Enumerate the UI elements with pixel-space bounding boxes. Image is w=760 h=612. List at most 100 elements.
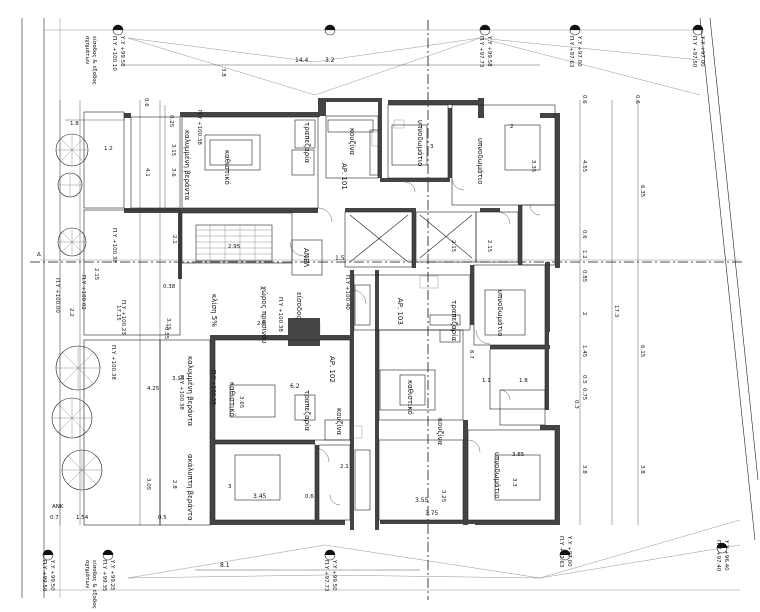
dim-right-0-6c: 0.6 xyxy=(581,230,587,239)
dim-mid-2: 2 xyxy=(510,124,514,130)
dim-mid-2-15b: 2.15 xyxy=(486,240,492,253)
dimension-lines xyxy=(59,64,639,571)
level-tr2-py: Π.Υ +97.50 xyxy=(691,36,697,68)
room-ap103: ΑΡ. 103 xyxy=(396,298,404,325)
level-marker-icon xyxy=(42,549,54,561)
dim-right-0-5: 0.5 xyxy=(581,375,587,384)
dim-left-0-25: 0.25 xyxy=(168,115,174,128)
level-c-py-1: Π.Υ +100.40 xyxy=(344,275,350,310)
room-ap101: ΑΡ. 101 xyxy=(340,163,348,190)
room-kitchen-top: κουζίνα xyxy=(348,128,356,156)
room-covered-veranda-102: καλυμμένη βεράντα xyxy=(186,356,194,427)
dim-mid-1-8: 1.8 xyxy=(519,378,528,384)
level-tr1-py: Π.Υ +97.63 xyxy=(568,36,574,68)
dim-right-3-8-outer: 3.8 xyxy=(639,465,645,474)
dim-mid-0-55: -0.55 xyxy=(163,325,169,340)
dim-mid-3-35: 3.35 xyxy=(530,160,536,173)
level-marker-icon xyxy=(559,549,571,561)
dim-right-6-35: 6.35 xyxy=(639,185,645,198)
room-bedroom-right-b: υπνοδωμάτιο xyxy=(493,452,501,499)
dim-bottom-0-7: 0.7 xyxy=(50,515,59,521)
dim-mid-3-15: 3.15 xyxy=(172,376,185,382)
level-bl-yy: Υ.Υ +99.50 xyxy=(49,559,55,591)
entrance-left-top2: οχημάτων xyxy=(84,36,91,64)
dim-right-0-85: 0.85 xyxy=(581,270,587,283)
entrance-left-bot: είσοδος & έξοδος xyxy=(91,560,98,609)
dim-right-0-6b: 0.6 xyxy=(634,95,640,104)
dim-mid-3-85: 3.85 xyxy=(512,452,525,458)
room-kitchen-102: κουζίνα xyxy=(335,408,343,436)
dim-left-3-05: 3.05 xyxy=(145,478,151,491)
room-bedroom-top-b: υπνοδωμάτιο xyxy=(476,138,484,185)
dim-mid-1-1: 1.1 xyxy=(482,378,491,384)
level-marker-icon xyxy=(479,24,491,36)
room-storage: υπνοδωμάτιο xyxy=(496,290,504,337)
lift-shaft xyxy=(349,214,473,263)
dim-mid-2-1: 2.1 xyxy=(340,464,349,470)
entrance-left-top: είσοδος & έξοδος xyxy=(91,36,98,85)
dim-mid-2-95: 2.95 xyxy=(228,244,241,250)
level-l-py-1: Π.Υ +100.38 xyxy=(111,228,117,263)
dim-right-0-75: 0.75 xyxy=(581,388,587,401)
dim-bottom-0-5: 0.5 xyxy=(158,515,167,521)
dim-right-0-6a: 0.6 xyxy=(581,95,587,104)
dim-right-4-55: 4.55 xyxy=(581,160,587,173)
room-dining-102: τραπεζαρία xyxy=(303,390,311,432)
trees xyxy=(51,133,103,491)
room-uncovered-veranda: ακάλυπτη βεράντα xyxy=(186,454,194,521)
tree-icon xyxy=(61,449,103,491)
dim-left-3-15b: 3.15 xyxy=(165,318,171,331)
dim-mid-6-7: 6.7 xyxy=(468,350,474,359)
level-bc-py: Π.Υ +97.73 xyxy=(323,560,329,592)
level-marker-icon xyxy=(112,24,124,36)
level-marker-icon xyxy=(716,542,728,554)
dim-mid-1-7: 1.7 xyxy=(303,255,309,264)
dim-right-1-2: 1.2 xyxy=(581,250,587,259)
stairs xyxy=(196,225,272,261)
dim-mid-2-6: 2.6 xyxy=(257,321,266,327)
level-tl-yy: Υ.Υ +99.58 xyxy=(119,35,125,67)
tree-icon xyxy=(55,345,101,391)
axis-lines xyxy=(30,20,745,600)
level-c-py-5: Π.Υ +100.38 xyxy=(196,110,202,145)
dim-mid-3-25: 3.25 xyxy=(440,490,446,503)
level-l-py-3: Π.Υ +100.00 xyxy=(54,278,60,313)
level-tc-yy: Υ.Υ +99.58 xyxy=(486,35,492,67)
dim-left-3-6: 3.6 xyxy=(170,168,176,177)
dim-right-1-45: 1.45 xyxy=(581,345,587,358)
room-dining-top: τραπεζαρία xyxy=(303,122,311,164)
dim-mid-3: 3 xyxy=(430,144,434,150)
tile-hatching xyxy=(311,119,439,439)
dim-mid-1-5: 1.5 xyxy=(335,255,345,262)
dim-mid-2-8: 2.8 xyxy=(171,480,177,489)
room-ramp: κλίση 5% xyxy=(210,294,218,327)
dim-left-2-2: 2.2 xyxy=(68,308,74,317)
level-c-py-2: Π.Υ +100.38 xyxy=(277,297,283,332)
dim-left-1-8: 1.8 xyxy=(70,121,79,127)
dim-mid-0-6: 0.6 xyxy=(305,494,314,500)
tree-icon xyxy=(55,133,89,167)
dim-3-8-top: 3.8 xyxy=(220,68,226,77)
dim-14-4: 14.4 xyxy=(295,57,309,64)
level-marker-icon xyxy=(692,24,704,36)
dim-left-2-1: 2.1 xyxy=(171,235,177,244)
tree-icon xyxy=(57,172,83,198)
room-labels: καθιστικό κουζίνα τραπεζαρία υπνοδωμάτιο… xyxy=(37,36,504,609)
room-garden-note: χώρος πρασίνου xyxy=(260,286,268,343)
dim-left-4-1: 4.1 xyxy=(144,168,150,177)
level-c-py-3: Π.Υ +100.23 xyxy=(120,300,126,335)
dim-right-0-3: 0.3 xyxy=(573,400,579,409)
dim-left-3-15: 3.15 xyxy=(170,144,176,157)
dim-bottom-3-55: 3.55 xyxy=(415,497,429,504)
level-tr2-yy: Υ.Υ +97.00 xyxy=(699,35,705,67)
dim-right-17-3: 17.3 xyxy=(613,305,619,318)
level-marker-icon xyxy=(569,24,581,36)
room-living-103: καθιστικό xyxy=(406,380,414,415)
dim-mid-3-65: 3.65 xyxy=(238,396,244,409)
level-c-py-6: Π.Υ +100.38 xyxy=(178,375,184,410)
level-bl2-yy: Υ.Υ +99.25 xyxy=(109,559,115,591)
level-br1-py: Π.Υ +97.63 xyxy=(558,536,564,568)
level-tr1-yy: Υ.Υ +97.00 xyxy=(576,35,582,67)
tree-icon xyxy=(57,227,87,257)
